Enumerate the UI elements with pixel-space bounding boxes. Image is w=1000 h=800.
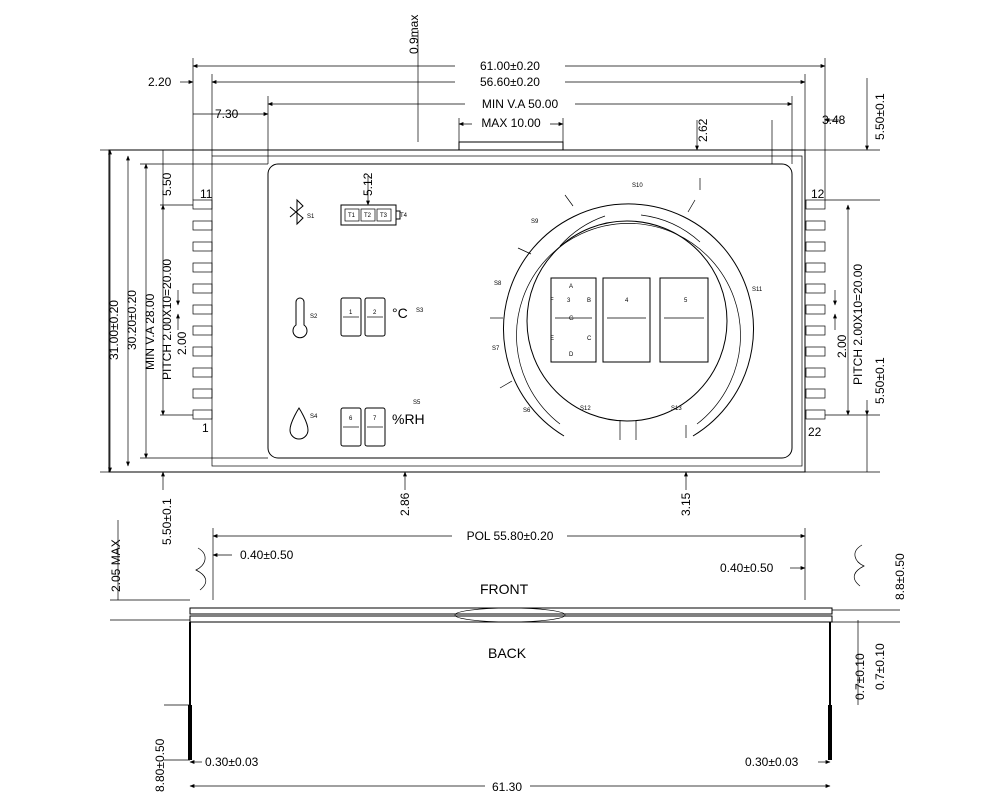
dim-2-00-left: 2.00 <box>175 331 189 355</box>
ring-gauge <box>490 194 754 440</box>
dim-8-8-right: 8.8±0.50 <box>893 553 907 600</box>
seg-d: D <box>569 352 574 358</box>
seg-s5: S5 <box>413 400 421 406</box>
seg-s1: S1 <box>307 214 315 220</box>
dim-max-10: MAX 10.00 <box>481 116 541 130</box>
dim-61-30: 61.30 <box>492 780 522 794</box>
left-pin-row <box>192 199 213 420</box>
seg-s9: S9 <box>531 219 539 225</box>
back-glass <box>189 615 833 623</box>
dim-3-15: 3.15 <box>679 492 693 516</box>
dim-pitch-right: PITCH 2.00X10=20.00 <box>851 264 865 385</box>
label-back: BACK <box>488 645 527 661</box>
seg-s3: S3 <box>416 308 424 314</box>
seal-outline <box>454 607 566 623</box>
front-glass <box>189 607 833 615</box>
seg-f: F <box>550 298 554 304</box>
dim-0-30-left: 0.30±0.03 <box>205 755 259 769</box>
pin-22-label: 22 <box>808 425 822 439</box>
seg-b: B <box>587 298 591 304</box>
seg-g: G <box>569 316 574 322</box>
seg-s2: S2 <box>310 314 318 320</box>
dim-0-7-b: 0.7±0.10 <box>873 643 887 690</box>
top-notch <box>458 141 564 150</box>
viewing-area <box>267 163 793 459</box>
dim-31: 31.00±0.20 <box>107 300 121 360</box>
dim-2-62: 2.62 <box>696 118 710 142</box>
seg-t3: T3 <box>380 213 388 219</box>
dim-0-7-a: 0.7±0.10 <box>853 653 867 700</box>
dim-30-20: 30.20±0.20 <box>125 290 139 350</box>
thermometer-icon <box>292 297 308 339</box>
seg-digit-3: 3 <box>567 298 571 304</box>
dim-2-20: 2.20 <box>148 75 172 89</box>
dim-5-50-bottom-left: 5.50±0.1 <box>160 498 174 545</box>
side-view: POL 55.80±0.20 0.40±0.50 0.40±0.50 FRONT… <box>109 520 907 794</box>
dim-56-60: 56.60±0.20 <box>480 75 540 89</box>
dim-61: 61.00±0.20 <box>480 59 540 73</box>
seg-digit-4: 4 <box>625 298 629 304</box>
seg-s6: S6 <box>523 408 531 414</box>
seg-c: C <box>587 336 592 342</box>
unit-rh: %RH <box>392 411 425 427</box>
dim-2-05-max: 2.05 MAX <box>109 539 123 592</box>
dim-min-va-50: MIN V.A 50.00 <box>482 97 559 111</box>
unit-celsius: °C <box>392 305 408 321</box>
seg-s13: S13 <box>671 406 682 412</box>
dim-0-40-right: 0.40±0.50 <box>720 561 774 575</box>
seg-d7: 7 <box>373 416 377 422</box>
right-pin-row <box>805 199 826 420</box>
seg-d1: 1 <box>349 310 353 316</box>
seg-s4: S4 <box>310 414 318 420</box>
dim-8-80-left: 8.80±0.50 <box>153 738 167 792</box>
dim-0-9max: 0.9max <box>407 15 421 54</box>
seg-s12: S12 <box>580 406 591 412</box>
dim-7-30: 7.30 <box>215 107 239 121</box>
pin-11-label: 11 <box>200 187 213 201</box>
dim-pitch-left: PITCH 2.00X10=20.00 <box>160 259 174 380</box>
seg-t1: T1 <box>348 213 356 219</box>
dim-0-40-left: 0.40±0.50 <box>240 548 294 562</box>
polarizer-outline <box>211 155 803 467</box>
seg-digit-5: 5 <box>684 298 688 304</box>
glass-outline <box>108 149 806 473</box>
big-digits <box>550 277 709 363</box>
pin-12-label: 12 <box>811 187 825 201</box>
dim-5-50-left: 5.50 <box>160 172 174 196</box>
dim-2-86: 2.86 <box>398 492 412 516</box>
dim-pol: POL 55.80±0.20 <box>467 529 554 543</box>
connector-clip-icon <box>195 544 865 591</box>
seg-s7: S7 <box>492 346 500 352</box>
seg-t2: T2 <box>364 213 372 219</box>
seg-s11: S11 <box>752 287 763 293</box>
seg-d6: 6 <box>349 416 353 422</box>
seg-d2: 2 <box>373 310 377 316</box>
dim-5-12: 5.12 <box>361 172 375 196</box>
temp-digits <box>340 297 386 337</box>
seg-e: E <box>550 336 554 342</box>
seg-s10: S10 <box>632 183 643 189</box>
droplet-icon <box>289 407 309 440</box>
humidity-digits <box>340 407 386 447</box>
top-view: 11 1 12 22 61.00±0.20 56.60±0.20 2.20 MI… <box>100 15 887 545</box>
dim-3-48: 3.48 <box>822 113 846 127</box>
dim-5-50-top-right: 5.50±0.1 <box>873 93 887 140</box>
pin-1-label: 1 <box>202 421 209 435</box>
dim-2-00-right: 2.00 <box>835 334 849 358</box>
bluetooth-icon <box>289 198 304 226</box>
dim-5-50-bottom-right: 5.50±0.1 <box>873 357 887 404</box>
seg-s8: S8 <box>494 281 502 287</box>
label-front: FRONT <box>480 581 529 597</box>
dim-min-va-28: MIN V.A 28.00 <box>143 293 157 370</box>
seg-a: A <box>569 284 573 290</box>
seg-t4: T4 <box>400 213 408 219</box>
dim-0-30-right: 0.30±0.03 <box>745 755 799 769</box>
